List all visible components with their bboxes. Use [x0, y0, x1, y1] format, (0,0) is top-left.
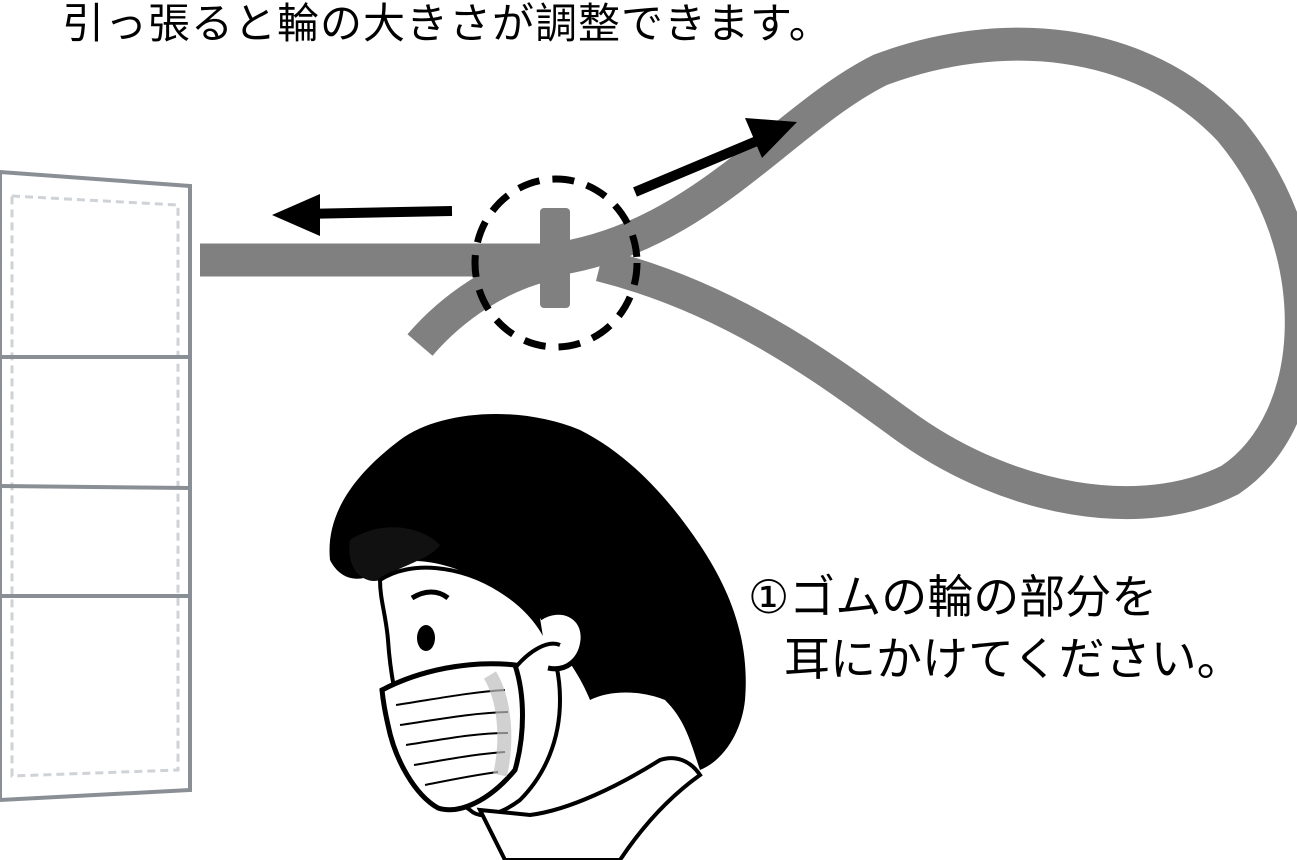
- mask-panel: [0, 169, 192, 803]
- elastic-loop: [200, 27, 1297, 519]
- adjuster-stopper: [540, 208, 570, 308]
- dashed-highlight-circle: [471, 175, 641, 351]
- pull-arrow-left: [272, 194, 453, 236]
- top-instruction-text: 引っ張ると輪の大きさが調整できます。: [62, 0, 832, 48]
- mask-pleat-line-2: [0, 484, 191, 490]
- woman-with-mask: [329, 413, 746, 860]
- pull-arrow-right: [633, 118, 797, 197]
- step-instruction-text: ①ゴムの輪の部分を 耳にかけてください。: [748, 566, 1243, 690]
- step-line-2: 耳にかけてください。: [784, 632, 1243, 686]
- step-line-1: ①ゴムの輪の部分を: [748, 570, 1158, 624]
